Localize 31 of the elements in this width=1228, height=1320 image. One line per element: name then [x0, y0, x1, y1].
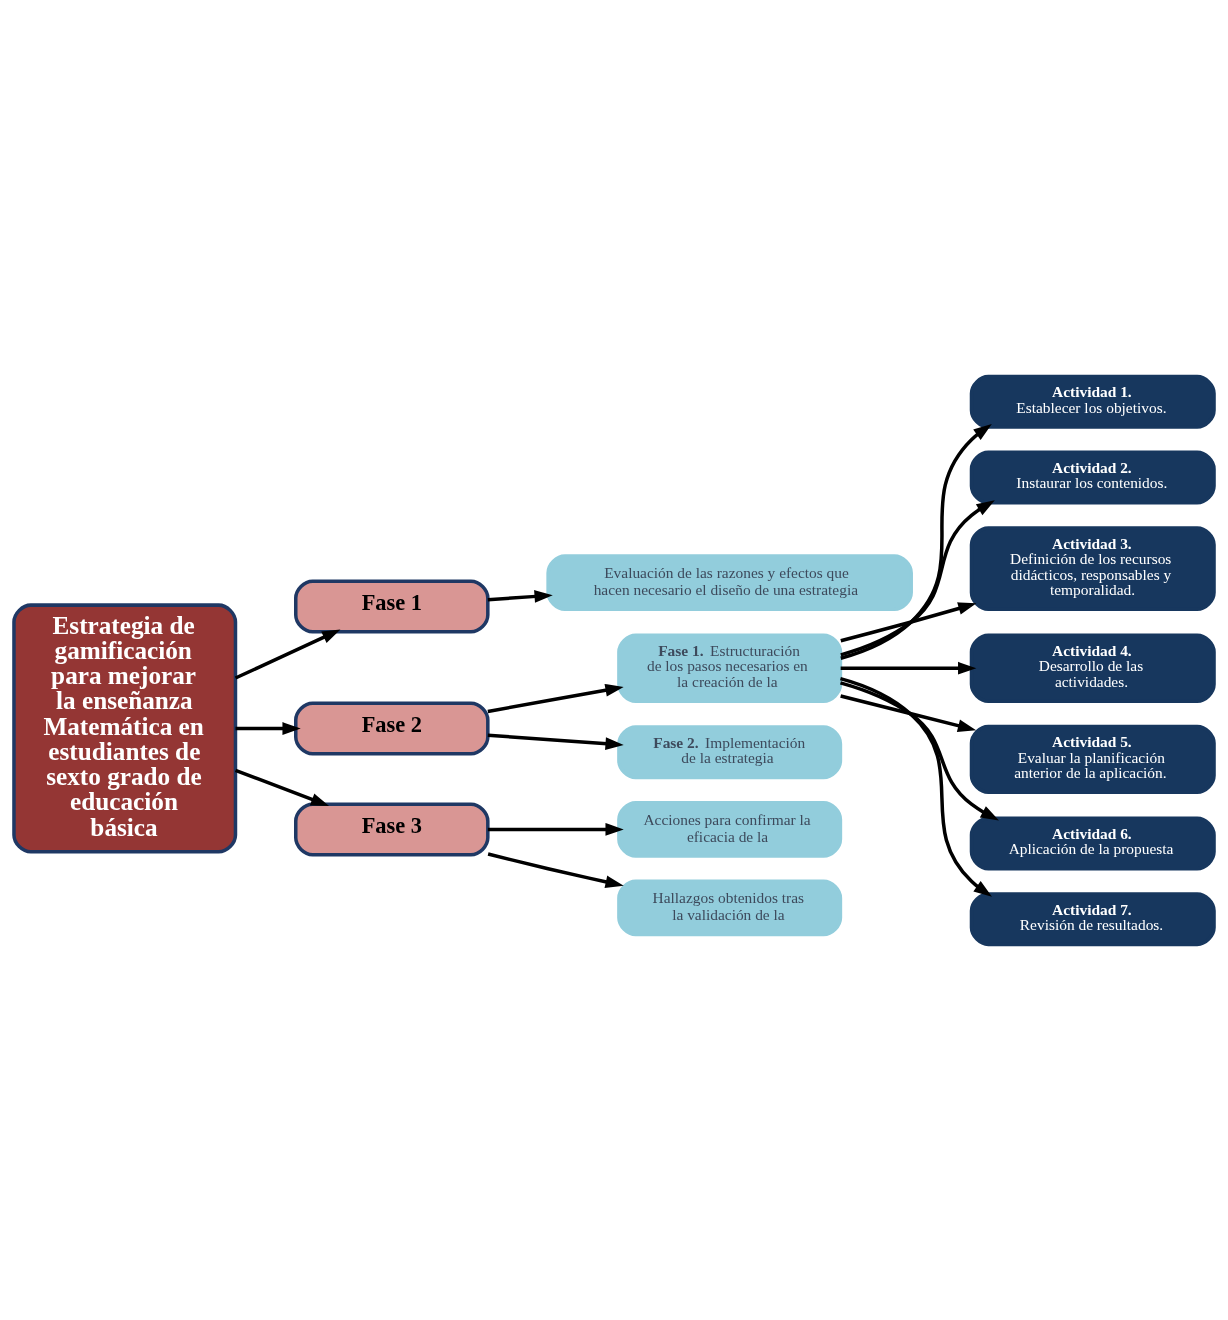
arrow	[840, 423, 992, 660]
arrow	[235, 721, 301, 735]
arrow	[487, 851, 624, 888]
node-box: Actividad 2. Instaurar los contenidos.	[969, 450, 1216, 505]
node-box: Acciones para confirmar la eficacia de la	[617, 800, 843, 858]
arrow	[839, 676, 992, 897]
node-box: Actividad 5. Evaluar la planificación anterior de la aplicación.	[969, 724, 1216, 794]
node-box: Actividad 1. Establecer los objetivos.	[969, 374, 1216, 429]
node-box: Evaluación de las razones y efectos que hacen necesario el diseño de una estrategia	[546, 553, 913, 611]
arrow	[840, 661, 977, 675]
arrow	[487, 589, 553, 603]
node-box: Actividad 7. Revisión de resultados.	[969, 891, 1216, 946]
arrow	[487, 732, 624, 750]
arrow	[840, 693, 977, 732]
arrow	[839, 680, 999, 821]
arrow	[234, 768, 330, 806]
arrow	[487, 822, 624, 836]
node-box: Hallazgos obtenidos tras la validación de la	[617, 879, 843, 936]
node-box: Fase 1	[294, 579, 490, 633]
arrow	[487, 683, 624, 713]
node-box: Fase 2. Implementación de la estrategia	[617, 724, 843, 779]
arrow	[234, 629, 341, 680]
node-box: Fase 3	[294, 801, 490, 856]
node-box: Actividad 4. Desarrollo de las actividades.	[969, 633, 1216, 703]
node-box: Actividad 6. Aplicación de la propuesta	[969, 815, 1216, 870]
node-box: Actividad 3. Definición de los recursos didácticos, responsables y temporalidad.	[969, 525, 1216, 611]
node-box: Fase 1. Estructuración de los pasos necesarios en la creación de la	[617, 633, 843, 703]
node-box: Fase 2	[294, 701, 490, 755]
arrow	[840, 601, 977, 642]
node-box: Estrategia de gamificación para mejorar la enseñanza Matemática en estudiantes de sexto grado de educación básica	[12, 602, 238, 854]
arrow	[840, 499, 995, 656]
